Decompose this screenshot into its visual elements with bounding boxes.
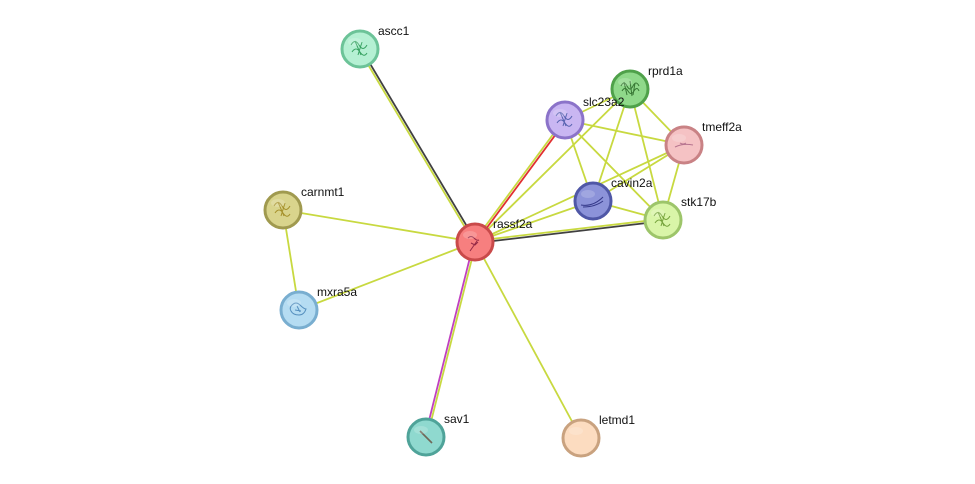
edge-evidence-line <box>426 242 477 438</box>
node-circle[interactable] <box>573 181 613 221</box>
node-rprd1a[interactable]: rprd1a <box>610 64 683 109</box>
node-label: letmd1 <box>599 413 635 427</box>
node-rassf2a[interactable]: rassf2a <box>455 217 533 262</box>
node-circle[interactable] <box>455 222 495 262</box>
node-label: sav1 <box>444 412 470 426</box>
protein-structure-icon <box>620 80 640 97</box>
edge-rassf2a-mxra5a[interactable] <box>298 241 476 311</box>
protein-structure-icon <box>653 211 671 227</box>
edge-evidence-line <box>474 241 582 439</box>
edge-evidence-line <box>564 119 664 221</box>
edge-rassf2a-ascc1[interactable] <box>358 47 477 244</box>
edge-evidence-line <box>474 218 663 242</box>
protein-structure-icon <box>580 196 604 208</box>
edge-rassf2a-cavin2a[interactable] <box>474 200 594 243</box>
edge-evidence-line <box>358 49 475 244</box>
edge-evidence-line <box>298 241 476 311</box>
node-label: mxra5a <box>317 285 357 299</box>
protein-structure-icon <box>350 40 368 56</box>
node-highlight <box>271 199 285 207</box>
edge-rprd1a-stk17b[interactable] <box>629 88 664 221</box>
edge-evidence-line <box>424 241 475 437</box>
edge-evidence-line <box>629 88 664 221</box>
node-highlight <box>287 299 301 307</box>
node-slc23a2[interactable]: slc23a2 <box>545 95 625 140</box>
node-sav1[interactable]: sav1 <box>406 412 470 457</box>
edge-slc23a2-tmeff2a[interactable] <box>564 119 685 146</box>
node-label: rprd1a <box>648 64 683 78</box>
edge-evidence-line <box>475 120 567 244</box>
edge-evidence-line <box>282 209 476 243</box>
protein-structure-icon <box>467 236 480 252</box>
node-label: slc23a2 <box>583 95 625 109</box>
node-label: tmeff2a <box>702 120 742 134</box>
node-highlight <box>348 38 362 46</box>
edge-slc23a2-stk17b[interactable] <box>564 119 664 221</box>
protein-structure-icon <box>674 142 694 148</box>
node-circle[interactable] <box>561 418 601 458</box>
node-highlight <box>569 427 583 435</box>
node-letmd1[interactable]: letmd1 <box>561 413 635 458</box>
node-stk17b[interactable]: stk17b <box>643 195 717 240</box>
node-cavin2a[interactable]: cavin2a <box>573 176 653 221</box>
edge-evidence-line <box>360 47 477 242</box>
edge-evidence-line <box>564 119 685 146</box>
edge-rassf2a-slc23a2[interactable] <box>473 118 567 244</box>
edge-rassf2a-carnmt1[interactable] <box>282 209 476 243</box>
node-highlight <box>581 190 595 198</box>
edge-evidence-line <box>473 118 565 242</box>
node-label: stk17b <box>681 195 717 209</box>
node-label: rassf2a <box>493 217 533 231</box>
protein-structure-icon <box>289 302 307 316</box>
node-highlight <box>618 78 632 86</box>
node-mxra5a[interactable]: mxra5a <box>279 285 357 330</box>
edge-evidence-line <box>592 88 631 202</box>
node-label: ascc1 <box>378 24 410 38</box>
node-highlight <box>651 209 665 217</box>
edge-rprd1a-cavin2a[interactable] <box>592 88 631 202</box>
node-label: cavin2a <box>611 176 653 190</box>
node-ascc1[interactable]: ascc1 <box>340 24 410 69</box>
node-highlight <box>414 426 428 434</box>
node-circle[interactable] <box>664 125 704 165</box>
protein-structure-icon <box>555 111 573 127</box>
node-tmeff2a[interactable]: tmeff2a <box>664 120 742 165</box>
edge-rassf2a-rprd1a[interactable] <box>474 88 631 243</box>
node-layer: rassf2a ascc1 rprd1a slc23a2 tmeff2a cavin2a s… <box>263 24 742 458</box>
edge-evidence-line <box>474 200 594 243</box>
edge-evidence-line <box>474 88 631 243</box>
node-carnmt1[interactable]: carnmt1 <box>263 185 345 230</box>
edge-rassf2a-stk17b[interactable] <box>474 218 664 244</box>
node-highlight <box>463 231 477 239</box>
node-highlight <box>553 109 567 117</box>
protein-structure-icon <box>419 430 433 444</box>
edge-evidence-line <box>475 220 664 244</box>
protein-structure-icon <box>273 201 291 217</box>
node-highlight <box>672 134 686 142</box>
node-label: carnmt1 <box>301 185 345 199</box>
edge-rassf2a-sav1[interactable] <box>424 241 477 438</box>
edge-rassf2a-letmd1[interactable] <box>474 241 582 439</box>
